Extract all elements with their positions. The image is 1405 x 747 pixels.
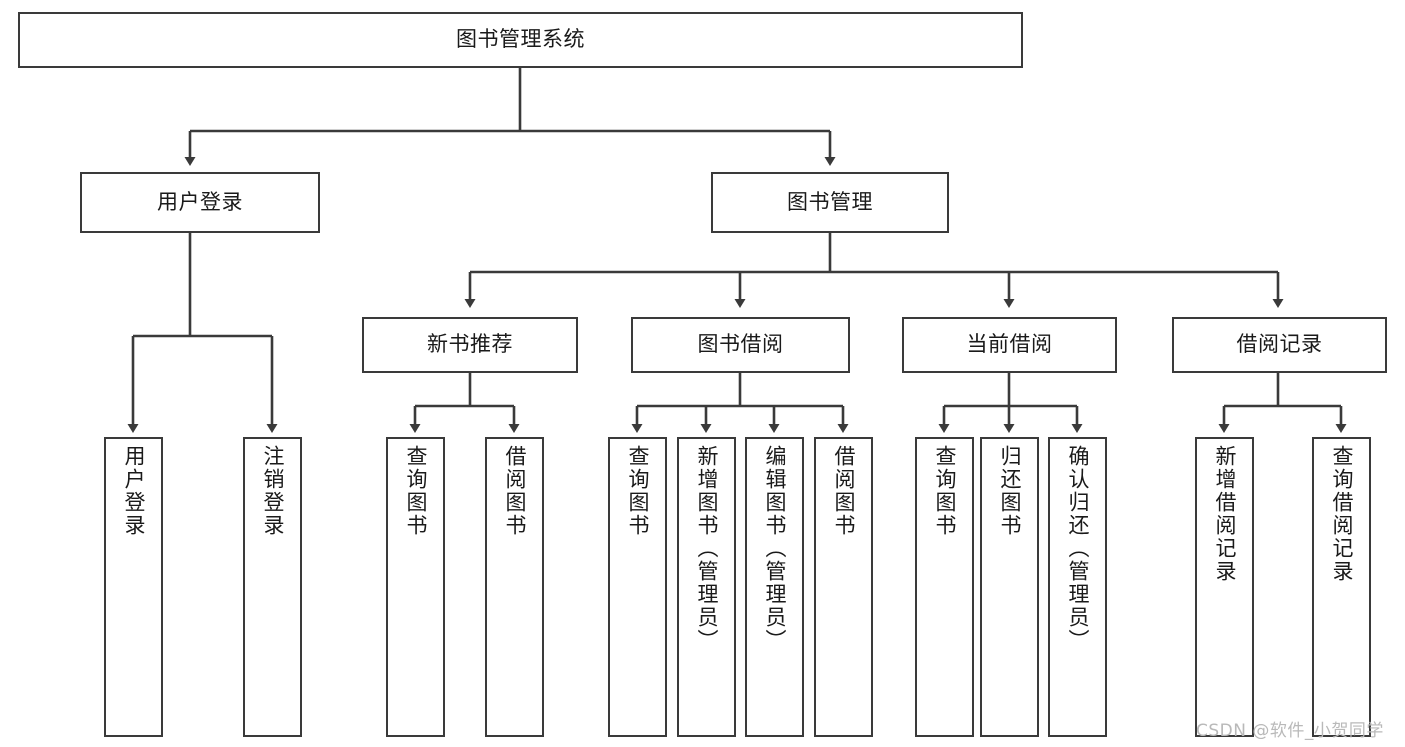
node-label: 编辑图书（管理员） — [763, 445, 787, 652]
node-label: 查询图书 — [933, 445, 957, 537]
node-book-borrow[interactable]: 图书借阅 — [631, 317, 850, 373]
node-label: 借阅图书 — [503, 445, 527, 537]
leaf-query-book-borrow[interactable]: 查询图书 — [608, 437, 667, 737]
node-label: 图书管理系统 — [456, 27, 585, 52]
node-user-login[interactable]: 用户登录 — [80, 172, 320, 233]
node-new-book-recommend[interactable]: 新书推荐 — [362, 317, 578, 373]
leaf-user-login[interactable]: 用户登录 — [104, 437, 163, 737]
node-label: 新增借阅记录 — [1213, 445, 1237, 583]
node-label: 查询图书 — [626, 445, 650, 537]
leaf-confirm-return-admin[interactable]: 确认归还（管理员） — [1048, 437, 1107, 737]
node-label: 图书管理 — [787, 189, 873, 214]
node-label: 借阅图书 — [832, 445, 856, 537]
leaf-add-borrow-record[interactable]: 新增借阅记录 — [1195, 437, 1254, 737]
node-label: 查询借阅记录 — [1330, 445, 1354, 583]
leaf-add-book-admin[interactable]: 新增图书（管理员） — [677, 437, 736, 737]
node-label: 用户登录 — [122, 445, 146, 537]
leaf-borrow-book-new[interactable]: 借阅图书 — [485, 437, 544, 737]
node-root-system[interactable]: 图书管理系统 — [18, 12, 1023, 68]
node-label: 确认归还（管理员） — [1066, 445, 1090, 652]
leaf-query-borrow-record[interactable]: 查询借阅记录 — [1312, 437, 1371, 737]
node-borrow-record[interactable]: 借阅记录 — [1172, 317, 1387, 373]
leaf-borrow-book[interactable]: 借阅图书 — [814, 437, 873, 737]
leaf-query-book-current[interactable]: 查询图书 — [915, 437, 974, 737]
node-label: 用户登录 — [157, 189, 243, 214]
node-label: 新书推荐 — [427, 332, 513, 357]
node-label: 归还图书 — [998, 445, 1022, 537]
node-label: 查询图书 — [404, 445, 428, 537]
leaf-edit-book-admin[interactable]: 编辑图书（管理员） — [745, 437, 804, 737]
leaf-return-book[interactable]: 归还图书 — [980, 437, 1039, 737]
node-label: 新增图书（管理员） — [695, 445, 719, 652]
node-current-borrow[interactable]: 当前借阅 — [902, 317, 1117, 373]
node-label: 注销登录 — [261, 445, 285, 537]
node-book-management[interactable]: 图书管理 — [711, 172, 949, 233]
leaf-query-book-new[interactable]: 查询图书 — [386, 437, 445, 737]
node-label: 图书借阅 — [697, 332, 784, 357]
leaf-user-logout[interactable]: 注销登录 — [243, 437, 302, 737]
node-label: 借阅记录 — [1236, 332, 1323, 357]
node-label: 当前借阅 — [966, 332, 1053, 357]
